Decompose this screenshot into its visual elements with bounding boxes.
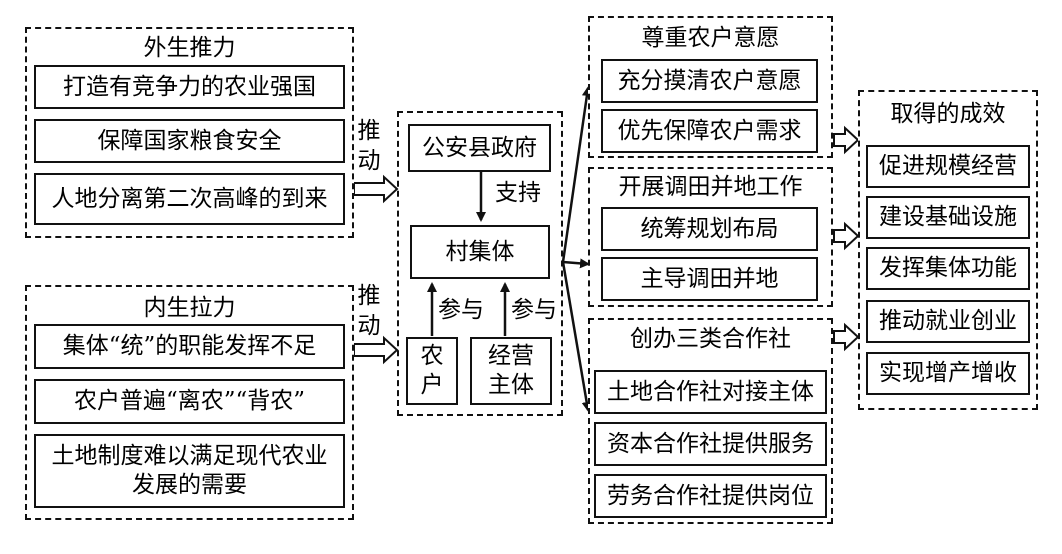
internal-item-2: 农户普遍“离农”“背农” <box>34 379 345 424</box>
arrow-to-respect <box>561 86 592 263</box>
external-item-2: 保障国家粮食安全 <box>34 119 345 163</box>
results-item-4: 推动就业创业 <box>866 300 1030 343</box>
arrow-to-consolidation <box>562 258 590 269</box>
push-arrow-internal <box>353 335 399 365</box>
internal-item-1: 集体“统”的职能发挥不足 <box>34 324 345 369</box>
consolidation-item-1: 统筹规划布局 <box>601 207 818 251</box>
cooperatives-group: 创办三类合作社 土地合作社对接主体 资本合作社提供服务 劳务合作社提供岗位 <box>588 318 833 524</box>
push-label-top: 推 动 <box>357 118 381 174</box>
farmer-box: 农 户 <box>406 337 458 405</box>
results-item-2: 建设基础设施 <box>866 196 1030 239</box>
consolidation-item-2: 主导调田并地 <box>601 257 818 301</box>
push-label-bottom: 推 动 <box>357 283 381 339</box>
arrow-consolidation-to-results <box>833 221 860 251</box>
internal-item-3-line2: 发展的需要 <box>132 472 247 498</box>
arrow-cooperatives-to-results <box>833 322 860 352</box>
external-push-group: 外生推力 打造有竞争力的农业强国 保障国家粮食安全 人地分离第二次高峰的到来 <box>25 27 354 238</box>
internal-pull-title: 内生拉力 <box>143 295 236 321</box>
support-label: 支持 <box>495 180 541 206</box>
internal-pull-group: 内生拉力 集体“统”的职能发挥不足 农户普遍“离农”“背农” 土地制度难以满足现… <box>25 285 354 520</box>
respect-group: 尊重农户意愿 充分摸清农户意愿 优先保障农户需求 <box>588 16 833 158</box>
arrow-to-cooperatives <box>561 261 592 412</box>
internal-item-3-line1: 土地制度难以满足现代农业 <box>51 443 328 470</box>
external-push-title: 外生推力 <box>143 35 236 61</box>
farmer-participate-label: 参与 <box>438 297 484 323</box>
operator-participate-label: 参与 <box>511 297 557 323</box>
respect-item-2: 优先保障农户需求 <box>601 109 818 153</box>
external-item-1: 打造有竞争力的农业强国 <box>34 65 345 109</box>
cooperatives-item-1: 土地合作社对接主体 <box>594 370 827 414</box>
results-group: 取得的成效 促进规模经营 建设基础设施 发挥集体功能 推动就业创业 实现增产增收 <box>858 90 1038 410</box>
push-arrow-external <box>353 174 399 204</box>
respect-item-1: 充分摸清农户意愿 <box>601 59 818 103</box>
cooperatives-title: 创办三类合作社 <box>630 326 791 352</box>
cooperatives-item-2: 资本合作社提供服务 <box>594 422 827 466</box>
results-item-3: 发挥集体功能 <box>866 247 1030 290</box>
results-item-5: 实现增产增收 <box>866 352 1030 395</box>
operator-box: 经营 主体 <box>470 337 552 405</box>
center-actors-group <box>397 111 563 416</box>
consolidation-title: 开展调田并地工作 <box>618 174 803 200</box>
results-item-1: 促进规模经营 <box>866 145 1030 188</box>
government-box: 公安县政府 <box>408 124 551 172</box>
external-item-3: 人地分离第二次高峰的到来 <box>34 173 345 225</box>
respect-title: 尊重农户意愿 <box>641 25 780 51</box>
collective-box: 村集体 <box>410 225 550 279</box>
results-title: 取得的成效 <box>890 101 1006 127</box>
arrow-respect-to-results <box>833 125 860 155</box>
cooperatives-item-3: 劳务合作社提供岗位 <box>594 474 827 518</box>
consolidation-group: 开展调田并地工作 统筹规划布局 主导调田并地 <box>588 167 833 307</box>
internal-item-3: 土地制度难以满足现代农业 发展的需要 <box>34 434 345 508</box>
